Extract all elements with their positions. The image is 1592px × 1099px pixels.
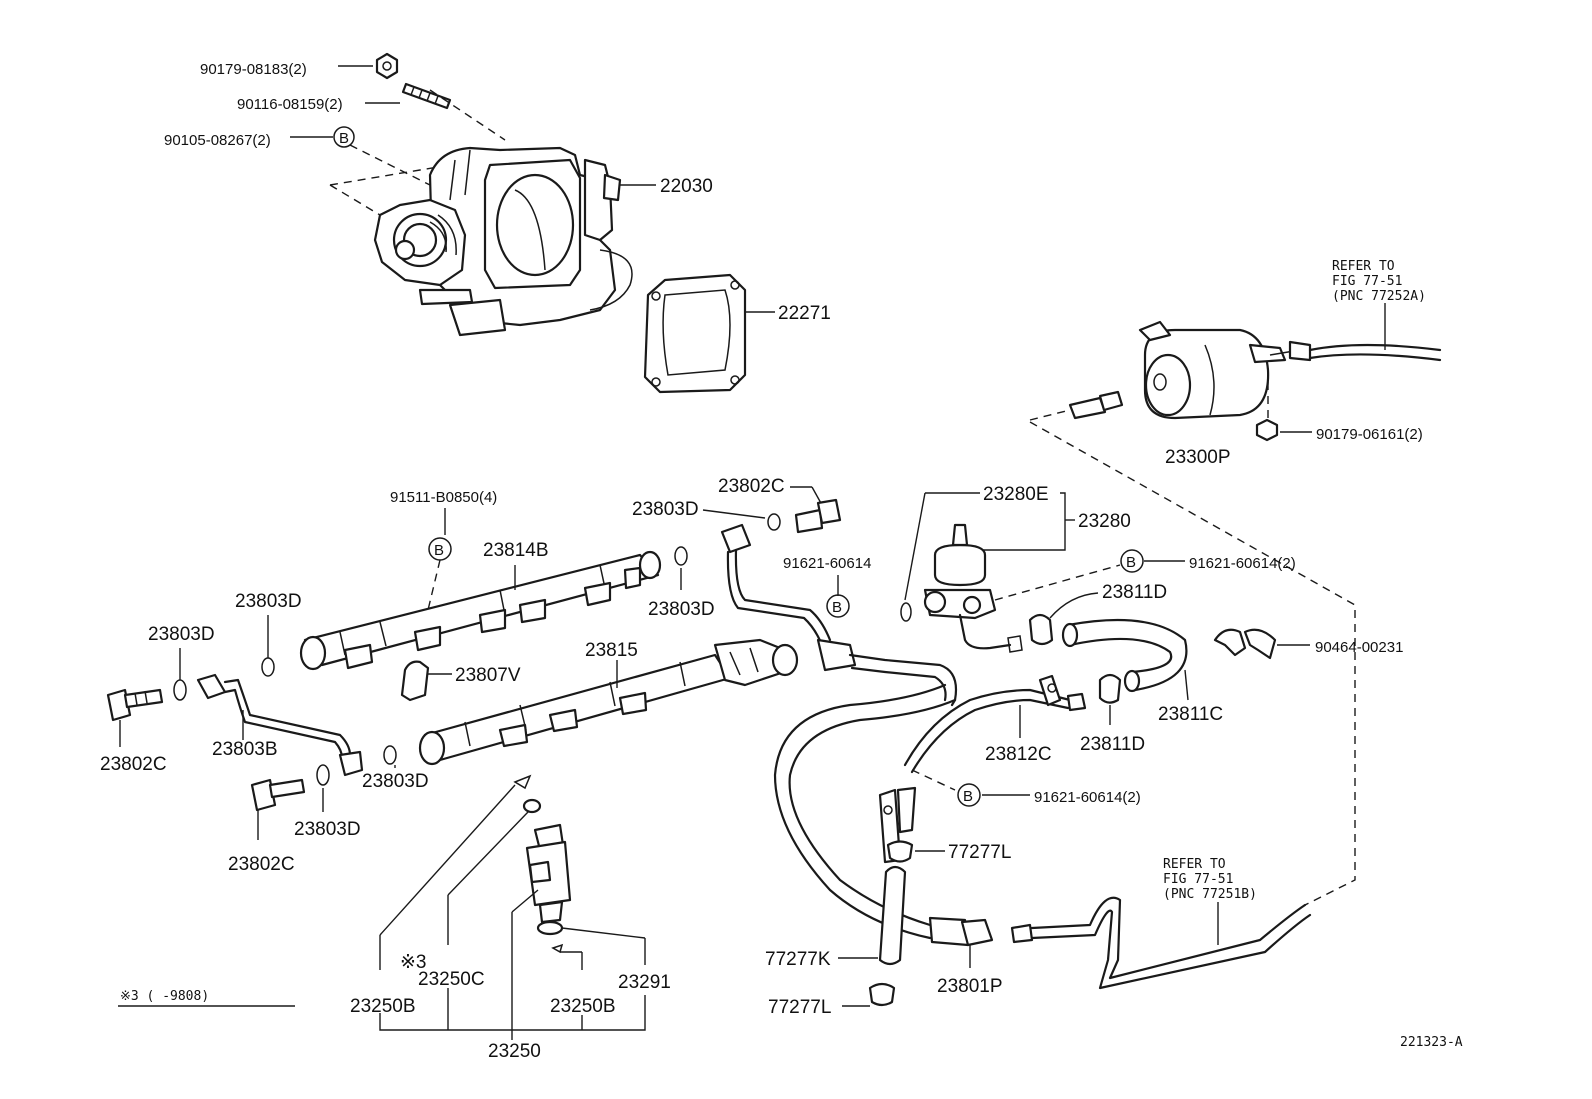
- circle-b-icon-5: B: [957, 783, 981, 807]
- fuel-hose-main: [773, 683, 970, 947]
- refer-note-top-line1: REFER TO: [1332, 259, 1395, 274]
- part-label-23250B-b: 23250B: [550, 996, 616, 1017]
- fuel-tube-23812C: [903, 674, 1087, 774]
- part-label-91621-60614-c: 91621-60614(2): [1034, 789, 1141, 806]
- part-label-23803D-d: 23803D: [362, 771, 429, 792]
- refer-note-top-line3: (PNC 77252A): [1332, 289, 1426, 304]
- circle-b-icon-2: B: [1120, 549, 1144, 573]
- part-label-22030: 22030: [660, 176, 713, 197]
- note-mark: ※3: [400, 952, 427, 973]
- part-label-23802C-a: 23802C: [100, 754, 167, 775]
- part-label-77277K: 77277K: [765, 949, 831, 970]
- part-label-23811C: 23811C: [1158, 704, 1223, 725]
- part-label-23815: 23815: [585, 640, 638, 661]
- part-label-23802C-b: 23802C: [228, 854, 295, 875]
- connector-23801P: [960, 918, 994, 947]
- fuel-pipe-center: [720, 523, 958, 707]
- part-label-90179-06161: 90179-06161(2): [1316, 426, 1423, 443]
- note-footnote: ※3 ( -9808): [120, 989, 209, 1004]
- fuel-filter-group: REFER TO FIG 77-51 (PNC 77252A) 90179-06…: [1029, 259, 1442, 468]
- part-label-91511-B0850: 91511-B0850(4): [390, 489, 497, 506]
- fuel-rail-right: [418, 638, 799, 766]
- part-label-90464-00231: 90464-00231: [1315, 639, 1403, 656]
- clamp-icon: [1213, 628, 1277, 660]
- svg-text:B: B: [339, 130, 349, 147]
- part-label-23807V: 23807V: [455, 665, 521, 686]
- svg-text:B: B: [963, 788, 973, 805]
- part-label-23814B: 23814B: [483, 540, 549, 561]
- refer-note-bottom-line2: FIG 77-51: [1163, 872, 1233, 887]
- part-label-90179-08183: 90179-08183(2): [200, 61, 307, 78]
- refer-note-bottom-line1: REFER TO: [1163, 857, 1226, 872]
- part-label-23803B: 23803B: [212, 739, 278, 760]
- hose-clamp-icon: [886, 840, 914, 863]
- fuel-rail-left: [299, 550, 662, 671]
- nut-icon: [375, 52, 399, 80]
- gasket: [643, 273, 747, 394]
- part-label-90116-08159: 90116-08159(2): [237, 96, 343, 113]
- part-label-23802C-top: 23802C: [718, 476, 785, 497]
- union-bolt-icon-2: [794, 498, 842, 534]
- union-bolt-icon-3: [106, 688, 164, 722]
- fuel-filter: [1138, 320, 1312, 420]
- part-label-23250: 23250: [488, 1041, 541, 1062]
- fuel-pipe-23803B: [196, 673, 364, 777]
- union-bolt-icon: [1068, 390, 1124, 420]
- part-label-23803D-b: 23803D: [235, 591, 302, 612]
- fuel-return-tube: [1010, 896, 1312, 990]
- pressure-regulator-group: 23280E 23280: [900, 484, 1131, 653]
- circle-b-icon-4: B: [826, 594, 850, 618]
- svg-text:B: B: [434, 542, 444, 559]
- part-label-23803D-c: 23803D: [148, 624, 215, 645]
- pressure-regulator: [923, 523, 997, 620]
- part-label-23811D-a: 23811D: [1102, 582, 1167, 603]
- part-label-91621-60614-a: 91621-60614: [783, 555, 871, 572]
- part-label-23803D-a: 23803D: [648, 599, 715, 620]
- stud-icon: [401, 82, 452, 110]
- part-label-23803D-top: 23803D: [632, 499, 699, 520]
- throttle-body-group: 90179-08183(2) 90116-08159(2) B 90105-08…: [164, 52, 831, 394]
- part-label-23300P: 23300P: [1165, 447, 1231, 468]
- part-label-77277L-b: 77277L: [768, 997, 831, 1018]
- part-label-90105-08267: 90105-08267(2): [164, 132, 271, 149]
- refer-note-bottom-line3: (PNC 77251B): [1163, 887, 1257, 902]
- bolt-icon: [1255, 418, 1279, 442]
- refer-note-top-line2: FIG 77-51: [1332, 274, 1402, 289]
- part-label-23250C: 23250C: [418, 969, 485, 990]
- fuel-hose: [1061, 618, 1188, 693]
- part-label-23250B-a: 23250B: [350, 996, 416, 1017]
- injector: [513, 774, 572, 954]
- circle-b-icon-3: B: [428, 537, 452, 561]
- part-label-91621-60614-b: 91621-60614(2): [1189, 555, 1296, 572]
- svg-text:B: B: [1126, 554, 1136, 571]
- hose-clamp-icon-2: [868, 982, 896, 1007]
- part-label-77277L-a: 77277L: [948, 842, 1011, 863]
- hose-clip-icon: [1028, 613, 1054, 646]
- part-label-23280E: 23280E: [983, 484, 1049, 505]
- damper-icon: [400, 660, 430, 702]
- hose-clip-icon-2: [1098, 673, 1122, 704]
- circle-b-icon: B: [333, 126, 355, 148]
- part-label-23812C: 23812C: [985, 744, 1052, 765]
- drawing-id: 221323-A: [1400, 1035, 1463, 1050]
- part-label-23280: 23280: [1078, 511, 1131, 532]
- hose-77277K: [878, 865, 907, 966]
- part-label-23291: 23291: [618, 972, 671, 993]
- svg-text:B: B: [832, 599, 842, 616]
- part-label-23811D-b: 23811D: [1080, 734, 1145, 755]
- part-label-22271: 22271: [778, 303, 831, 324]
- union-bolt-icon-4: [250, 778, 306, 812]
- part-label-23801P: 23801P: [937, 976, 1003, 997]
- part-label-23803D-e: 23803D: [294, 819, 361, 840]
- throttle-body: [373, 146, 633, 337]
